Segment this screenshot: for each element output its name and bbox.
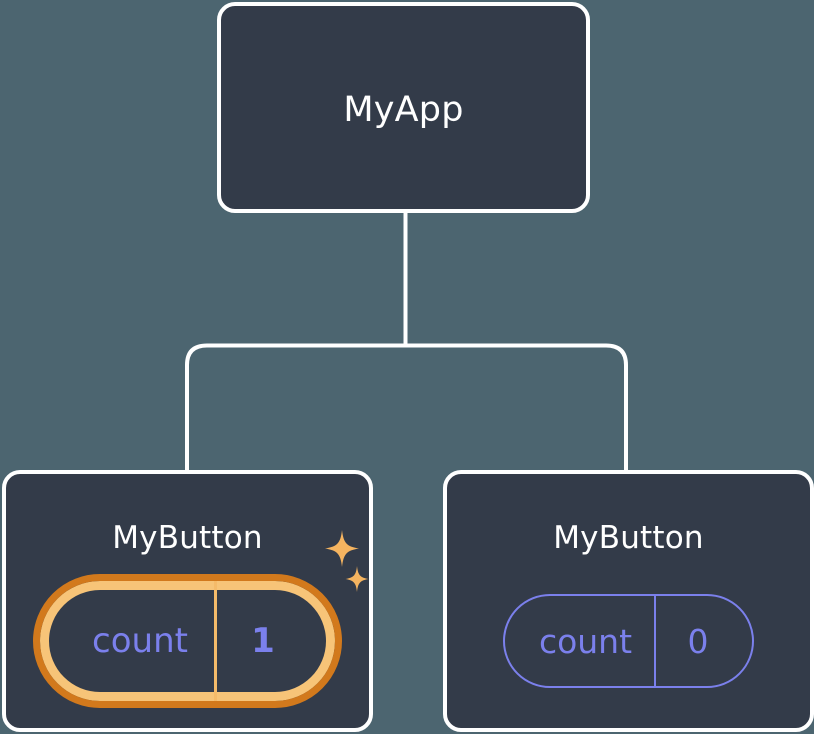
state-pill-wrap: count 0: [447, 594, 810, 688]
component-node-title: MyButton: [112, 520, 263, 556]
state-pill[interactable]: count 0: [502, 594, 755, 688]
state-pill-highlighted[interactable]: count 1: [33, 574, 342, 708]
component-node-title: MyButton: [553, 520, 704, 556]
state-key: count: [92, 621, 188, 661]
state-value: 0: [654, 596, 752, 686]
state-pill-wrap: count 1: [6, 574, 369, 708]
component-node-title: MyApp: [343, 90, 464, 130]
state-key: count: [538, 621, 633, 661]
state-value: 1: [213, 581, 335, 701]
connector-bus: [185, 343, 628, 470]
component-node-myapp[interactable]: MyApp: [217, 2, 590, 213]
component-node-mybutton-2[interactable]: MyButton count 0: [443, 470, 814, 732]
component-node-mybutton-1[interactable]: MyButton count 1: [2, 470, 373, 732]
